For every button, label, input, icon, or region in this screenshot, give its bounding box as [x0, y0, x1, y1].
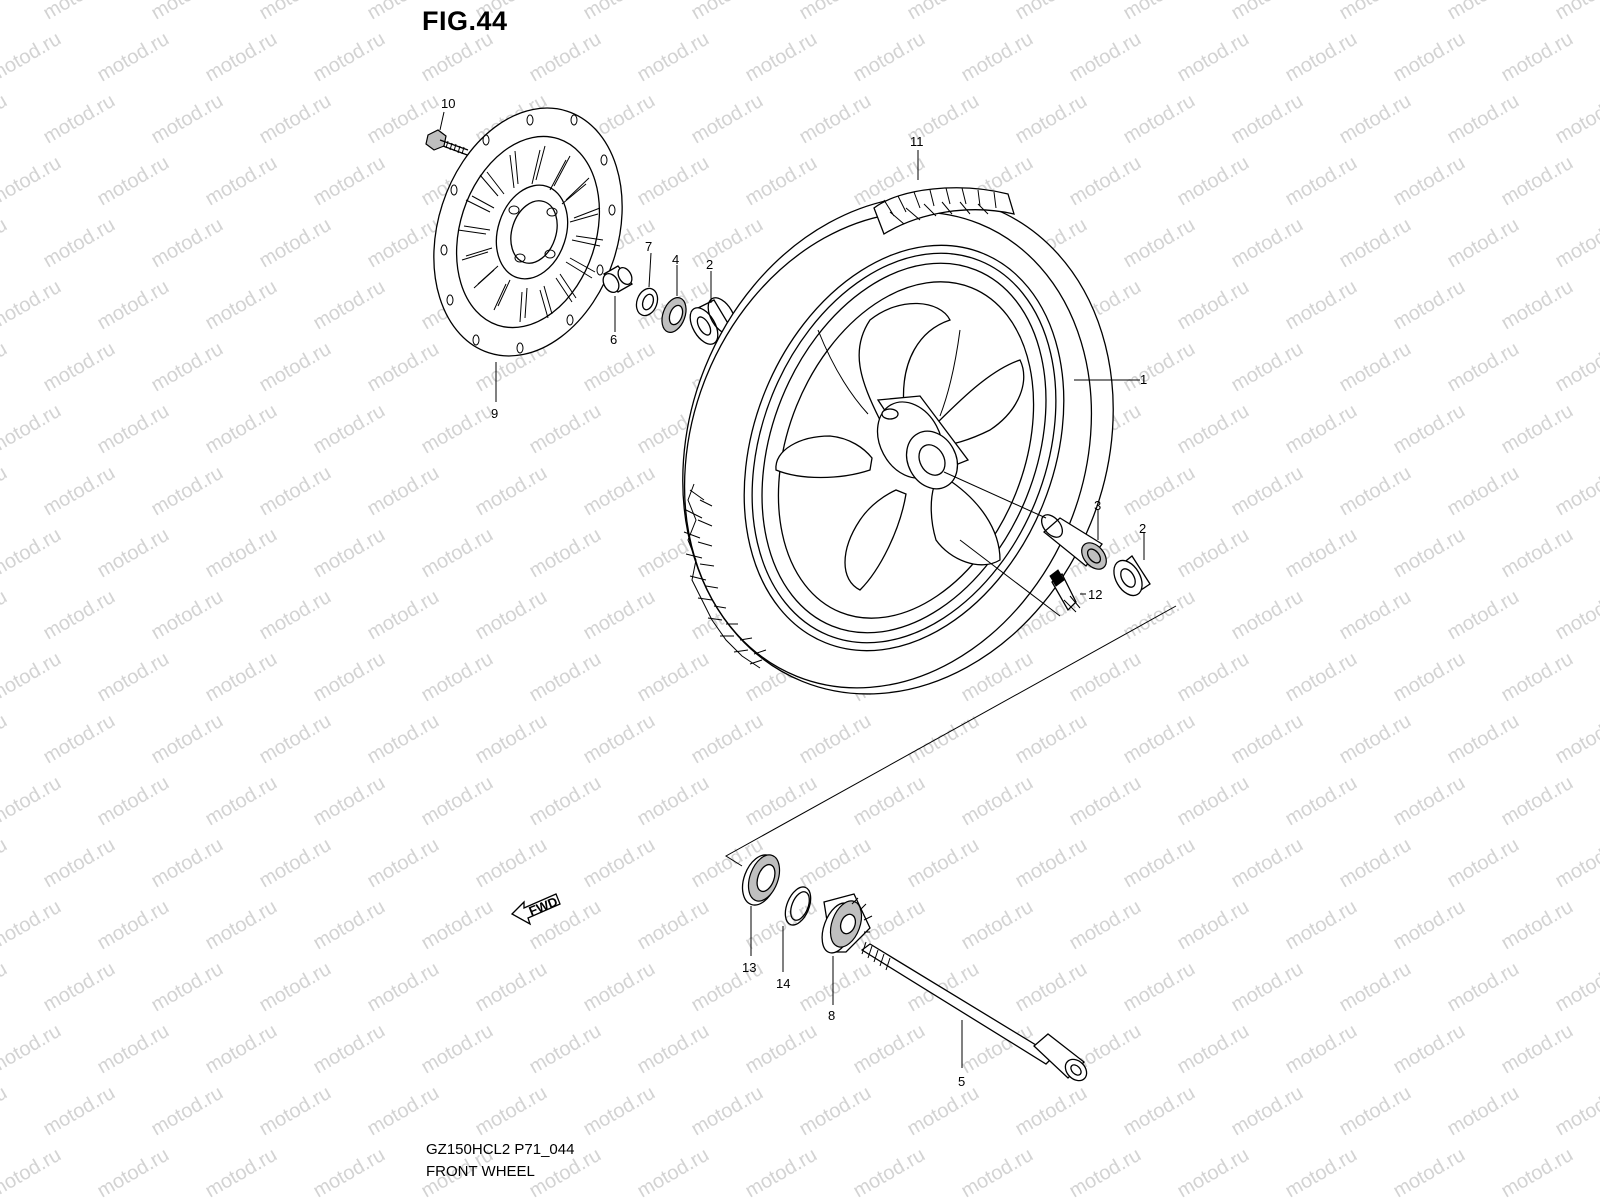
- wheel-hub: [876, 395, 970, 490]
- disc-holes: [440, 114, 616, 354]
- bearing-part-lower: [1113, 532, 1151, 597]
- assembly-lines: [725, 471, 1177, 867]
- callout-5: 5: [958, 1074, 965, 1089]
- gear-part: [821, 893, 873, 1005]
- wheel-part: [682, 150, 1140, 695]
- fwd-label: FWD: [527, 894, 560, 919]
- spacer-part: [1040, 510, 1107, 570]
- tire-tread-bottom: [683, 483, 767, 669]
- seal-part-lower: [741, 854, 781, 956]
- valve-part: [1049, 569, 1086, 613]
- callout-11: 11: [910, 134, 924, 149]
- tire-tread-top: [873, 187, 1015, 235]
- callout-4: 4: [672, 252, 679, 267]
- callout-13: 13: [742, 960, 756, 975]
- callout-labels: 1 2 2 3 4 5 6 7 8 9 10 11 12 13 14: [441, 96, 1147, 1089]
- callout-12: 12: [1088, 587, 1102, 602]
- callout-3: 3: [1094, 498, 1101, 513]
- fwd-arrow: FWD: [510, 893, 561, 926]
- bolt-part: [425, 111, 471, 157]
- brake-disc-part: [433, 107, 623, 402]
- figure-title: FIG.44: [422, 6, 508, 36]
- arrow-left-icon: [510, 893, 561, 926]
- callout-2-lower: 2: [1139, 521, 1146, 536]
- callout-9: 9: [491, 406, 498, 421]
- callout-2-upper: 2: [706, 257, 713, 272]
- clip-part: [782, 886, 812, 972]
- wheel-spokes: [775, 302, 1025, 591]
- callout-6: 6: [610, 332, 617, 347]
- collar-part: [602, 265, 633, 332]
- figure-code: GZ150HCL2 P71_044: [426, 1141, 575, 1158]
- figure-name: FRONT WHEEL: [426, 1163, 535, 1180]
- callout-14: 14: [776, 976, 790, 991]
- callout-8: 8: [828, 1008, 835, 1023]
- callout-10: 10: [441, 96, 455, 111]
- washer-part: [635, 252, 659, 317]
- axle-part: [860, 941, 1088, 1082]
- callout-1: 1: [1140, 372, 1147, 387]
- callout-7: 7: [645, 239, 652, 254]
- seal-part: [661, 265, 687, 333]
